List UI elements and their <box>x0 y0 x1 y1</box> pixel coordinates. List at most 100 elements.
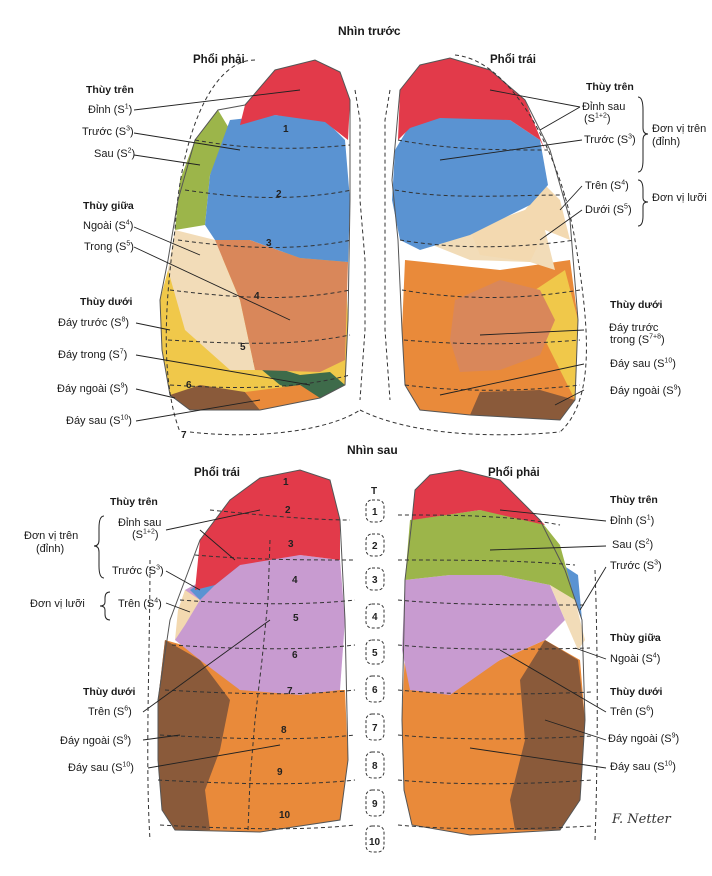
back-left-superior-lower <box>175 555 345 695</box>
front-left-upper-lobe: Thùy trên <box>586 81 634 93</box>
back-right-upper-lobe: Thùy trên <box>610 494 658 506</box>
back-left-superior-label: Trên (S4) <box>118 597 162 610</box>
back-rib-4: 4 <box>292 575 298 586</box>
vertebra-10: 10 <box>369 837 381 848</box>
front-left-antmed-basal <box>450 280 555 372</box>
front-rib-2: 2 <box>276 189 282 200</box>
back-left-sup-seg-label: Trên (S6) <box>88 705 132 718</box>
back-left-apicopost <box>195 470 340 590</box>
back-right-lat-basal <box>510 640 585 830</box>
front-right-ant-basal-label: Đáy trước (S8) <box>58 316 130 329</box>
front-rib-6: 6 <box>186 380 192 391</box>
front-view-title: Nhìn trước <box>338 24 401 38</box>
vertebra-8: 8 <box>372 761 378 772</box>
front-right-apical <box>240 60 350 140</box>
back-left-apicopost-code: (S1+2) <box>132 528 159 541</box>
front-right-upper-lobe: Thùy trên <box>86 84 134 96</box>
back-left-lung-label: Phổi trái <box>194 467 241 479</box>
front-left-apicopost-label: Đỉnh sau <box>582 101 626 113</box>
back-left-apicopost-label: Đỉnh sau <box>118 517 162 529</box>
back-right-sup-seg-label: Trên (S6) <box>610 705 654 718</box>
vertebra-T: T <box>371 486 377 497</box>
front-right-med-basal-label: Đáy trong (S7) <box>58 348 128 361</box>
back-left-post-basal-label: Đáy sau (S10) <box>68 761 134 774</box>
back-left-lat-basal <box>158 640 230 830</box>
front-right-middle-lobe: Thùy giữa <box>83 200 134 212</box>
front-left-lower-lobe: Thùy dưới <box>610 299 663 311</box>
back-leader-lines <box>142 509 607 769</box>
front-right-lower-lobe: Thùy dưới <box>80 296 133 308</box>
back-right-post-basal-label: Đáy sau (S10) <box>610 760 676 773</box>
back-right-lat-basal-label: Đáy ngoài (S9) <box>608 732 680 745</box>
back-rib-numbers: 1 2 3 4 5 6 7 8 9 10 <box>277 477 299 821</box>
vertebra-4: 4 <box>372 612 378 623</box>
back-brace-apical <box>93 515 105 579</box>
vertebra-labels: T 1 2 3 4 5 6 7 8 9 10 <box>369 486 381 848</box>
back-rib-2: 2 <box>285 505 291 516</box>
back-right-middle-lobe: Thùy giữa <box>610 632 661 644</box>
front-left-anterior <box>392 115 548 250</box>
front-right-anterior-label: Trước (S3) <box>82 125 134 138</box>
vertebra-9: 9 <box>372 799 378 810</box>
front-right-post-basal-label: Đáy sau (S10) <box>66 414 132 427</box>
front-right-anterior <box>205 115 350 262</box>
front-right-lateral-middle <box>168 230 255 370</box>
back-rib-8: 8 <box>281 725 287 736</box>
front-rib-5: 5 <box>240 342 246 353</box>
front-right-lat-basal-label: Đáy ngoài (S9) <box>57 382 129 395</box>
back-left-lingula-group: Đơn vị lưỡi <box>30 598 85 610</box>
vertebra-3: 3 <box>372 575 378 586</box>
back-left-lingula <box>175 590 200 640</box>
front-left-post-basal-label: Đáy sau (S10) <box>610 357 676 370</box>
front-right-lung-label: Phổi phải <box>193 54 245 66</box>
front-leader-lines <box>133 89 585 422</box>
back-left-lower-lobe: Thùy dưới <box>83 686 136 698</box>
front-right-medial-middle <box>215 240 348 372</box>
front-brace-lingula <box>637 179 649 227</box>
front-right-post-basal <box>245 385 320 410</box>
front-left-antmed-basal-code: trong (S7+8) <box>610 333 665 346</box>
front-left-inferior-label: Dưới (S5) <box>585 203 632 216</box>
front-left-lat-basal-label: Đáy ngoài (S9) <box>610 384 682 397</box>
front-left-lung-label: Phổi trái <box>490 54 537 66</box>
front-rib-3: 3 <box>266 238 272 249</box>
back-right-lung <box>397 469 598 841</box>
front-rib-1: 1 <box>283 124 289 135</box>
front-right-medial-label: Trong (S5) <box>84 240 134 253</box>
back-rib-6: 6 <box>292 650 298 661</box>
back-right-lung-label: Phổi phải <box>488 467 540 479</box>
front-right-lung <box>159 59 361 436</box>
back-left-lat-basal-label: Đáy ngoài (S9) <box>60 734 132 747</box>
back-left-upper-lobe: Thùy trên <box>110 496 158 508</box>
back-rib-1: 1 <box>283 477 289 488</box>
back-right-lower-lobe: Thùy dưới <box>610 686 663 698</box>
back-right-posterior <box>405 510 575 600</box>
back-right-anterior <box>555 560 582 620</box>
front-left-apicopost-code: (S1+2) <box>584 112 611 125</box>
front-left-antmed-basal-label: Đáy trước <box>609 322 659 334</box>
front-right-posterior-label: Sau (S2) <box>94 147 136 160</box>
front-left-superior <box>470 185 570 262</box>
vertebra-2: 2 <box>372 541 378 552</box>
back-right-lateral-label: Ngoài (S4) <box>610 652 661 665</box>
front-left-lung <box>359 54 587 436</box>
front-left-apicopost <box>398 58 545 150</box>
back-rib-7: 7 <box>287 686 293 697</box>
back-right-apical-label: Đỉnh (S1) <box>610 514 655 527</box>
netter-signature: F. Netter <box>612 812 671 827</box>
front-right-apical-label: Đỉnh (S1) <box>88 103 133 116</box>
back-rib-9: 9 <box>277 767 283 778</box>
front-left-lingula-group: Đơn vị lưỡi <box>652 192 707 204</box>
back-brace-lingula <box>99 591 111 621</box>
front-rib-7: 7 <box>181 430 187 441</box>
vertebra-1: 1 <box>372 507 378 518</box>
vertebra-6: 6 <box>372 685 378 696</box>
front-brace-apical <box>637 96 649 173</box>
front-left-anterior-label: Trước (S3) <box>584 133 636 146</box>
front-rib-numbers: 1 2 3 4 5 6 7 <box>181 124 289 441</box>
back-left-apical-group-2: (đỉnh) <box>36 543 65 555</box>
back-left-anterior-label: Trước (S3) <box>112 564 164 577</box>
back-rib-10: 10 <box>279 810 291 821</box>
back-view-title: Nhìn sau <box>347 443 398 457</box>
